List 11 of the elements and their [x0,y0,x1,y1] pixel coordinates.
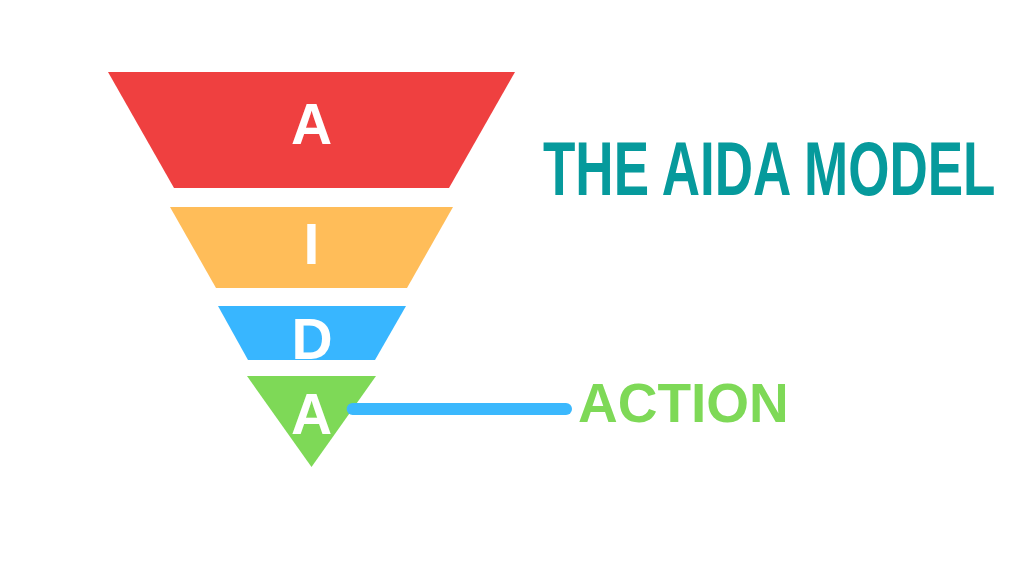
funnel-stage [247,376,376,467]
funnel-stage [170,207,453,288]
funnel-stage [108,72,515,188]
stage-letter: I [303,215,320,273]
stage-letter: A [290,385,333,443]
stage-label: ACTION [578,376,789,431]
diagram-title: THE AIDA MODEL [543,129,996,207]
connector-line [346,403,572,415]
funnel-stage [218,306,406,360]
stage-letter: D [291,310,333,368]
stage-letter: A [290,95,333,153]
